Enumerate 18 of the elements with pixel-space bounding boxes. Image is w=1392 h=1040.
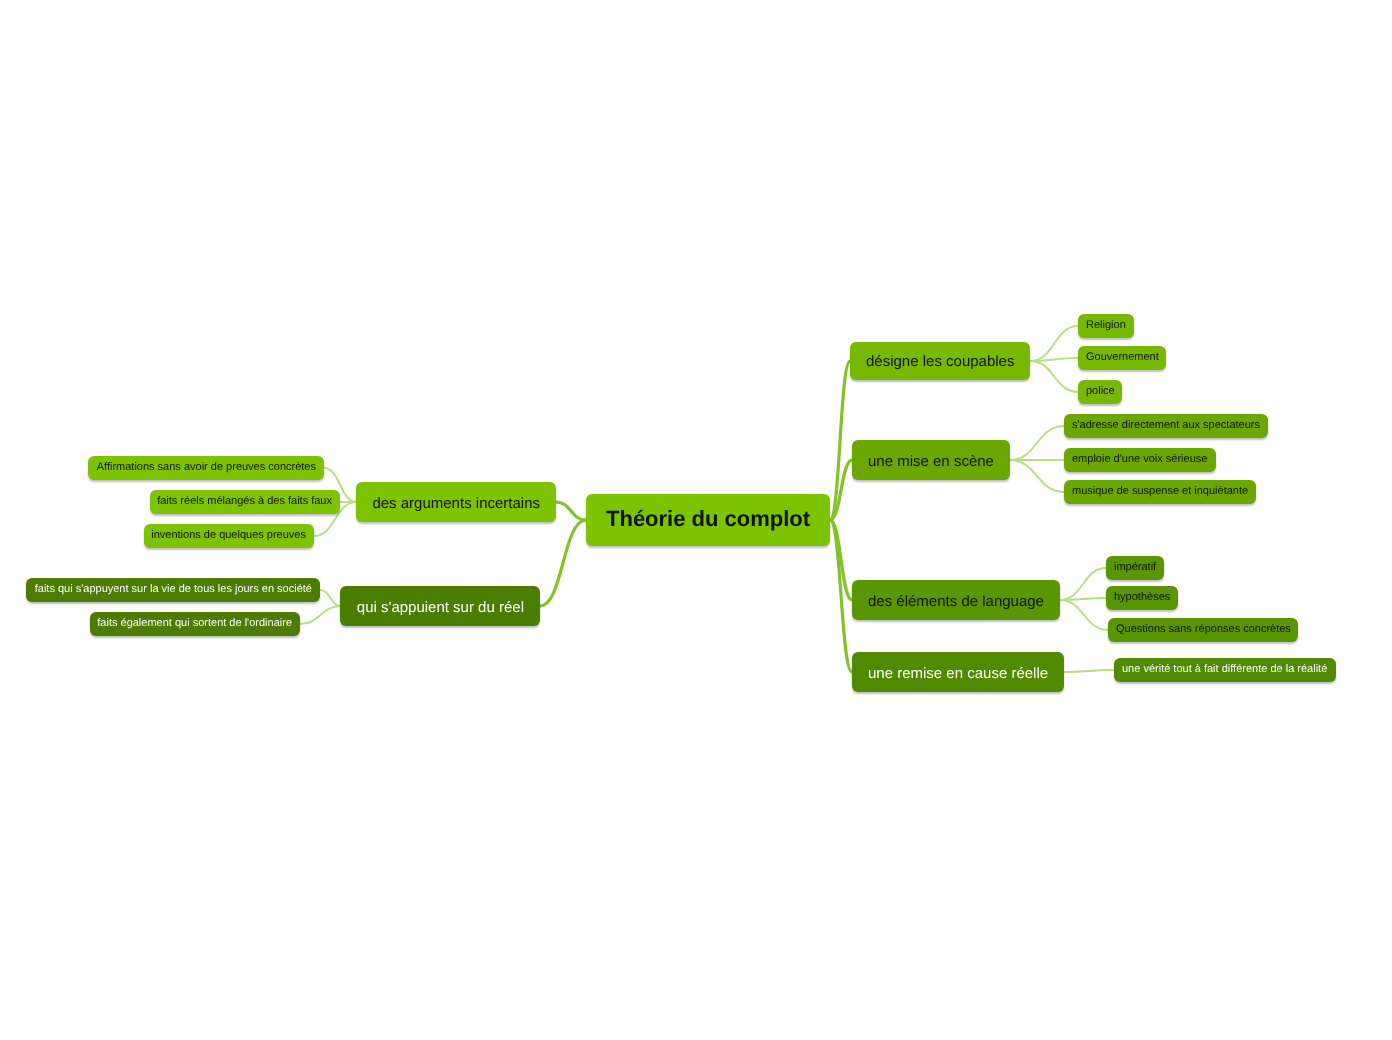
connector-line bbox=[313, 501, 358, 537]
connector-line bbox=[555, 500, 587, 522]
connector-line bbox=[828, 360, 852, 521]
connector-line bbox=[828, 518, 854, 674]
connector-line bbox=[319, 589, 342, 607]
connector-line bbox=[539, 518, 587, 608]
central-topic: Théorie du complot bbox=[586, 494, 831, 546]
connector-line bbox=[1029, 360, 1079, 393]
connector-line bbox=[1029, 357, 1079, 362]
connector-line bbox=[829, 518, 853, 602]
connector-line bbox=[1008, 459, 1065, 493]
connector-line bbox=[1063, 669, 1115, 673]
connector-line bbox=[1058, 599, 1109, 631]
connector-line bbox=[1029, 325, 1079, 362]
connector-line bbox=[323, 467, 358, 503]
connector-line bbox=[829, 458, 853, 522]
connector-line bbox=[299, 605, 342, 625]
connector-line bbox=[1058, 567, 1107, 601]
